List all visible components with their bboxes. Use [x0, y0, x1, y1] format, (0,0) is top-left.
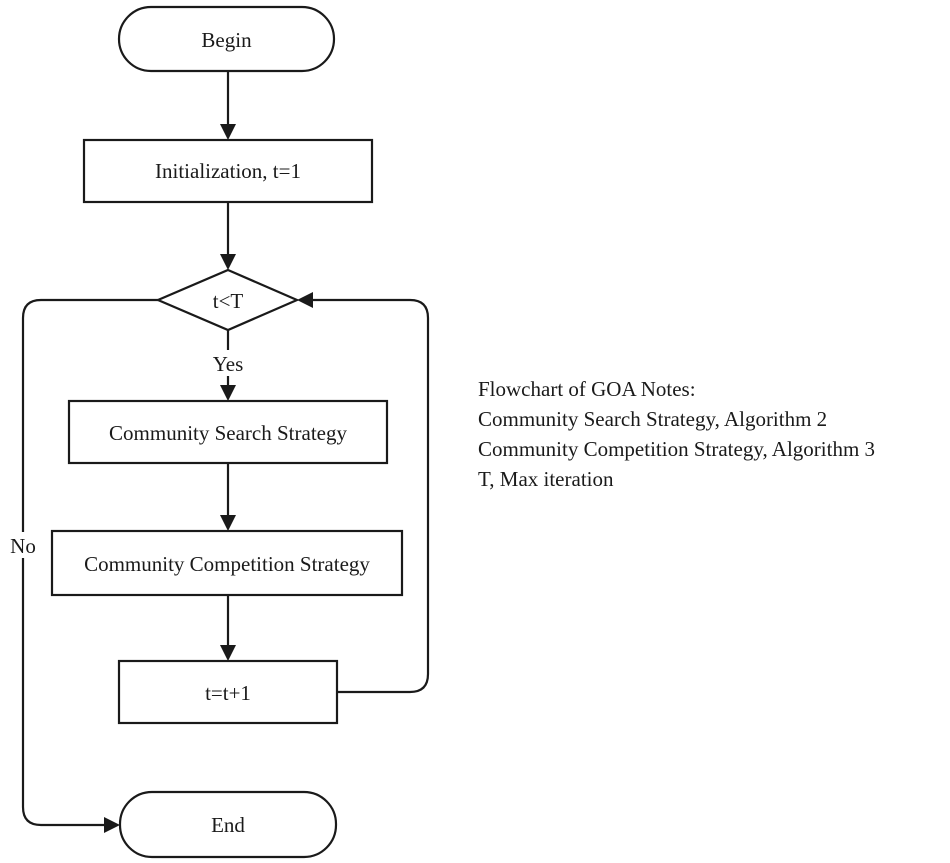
init-label: Initialization, t=1	[155, 159, 301, 183]
init-box	[82, 138, 374, 204]
end-terminal	[118, 790, 338, 859]
competition-strategy-box	[50, 529, 404, 597]
arrow-condition-search	[220, 385, 236, 401]
end-label: End	[211, 813, 245, 837]
competition-strategy-label: Community Competition Strategy	[84, 552, 370, 576]
no-label: No	[10, 534, 36, 558]
notes-panel: Flowchart of GOA Notes: Community Search…	[478, 374, 875, 494]
no-branch-connector	[21, 298, 158, 827]
yes-label-background	[205, 350, 251, 376]
arrow-no-branch	[104, 817, 120, 833]
arrow-begin-init	[220, 124, 236, 140]
increment-label: t=t+1	[205, 681, 251, 705]
arrow-search-competition	[220, 515, 236, 531]
search-strategy-label: Community Search Strategy	[109, 421, 347, 445]
no-label-background	[4, 532, 42, 558]
arrow-competition-increment	[220, 645, 236, 661]
search-strategy-box	[67, 399, 389, 465]
loop-back-connector	[313, 298, 430, 694]
notes-line: T, Max iteration	[478, 467, 614, 491]
increment-box	[117, 659, 339, 725]
arrow-loop-back	[297, 292, 313, 308]
notes-title: Flowchart of GOA Notes:	[478, 377, 696, 401]
yes-label: Yes	[213, 352, 244, 376]
begin-label: Begin	[201, 28, 252, 52]
begin-terminal	[117, 5, 336, 73]
condition-label: t<T	[213, 289, 244, 313]
arrow-init-condition	[220, 254, 236, 270]
notes-line: Community Competition Strategy, Algorith…	[478, 437, 876, 461]
notes-line: Community Search Strategy, Algorithm 2	[478, 407, 828, 431]
